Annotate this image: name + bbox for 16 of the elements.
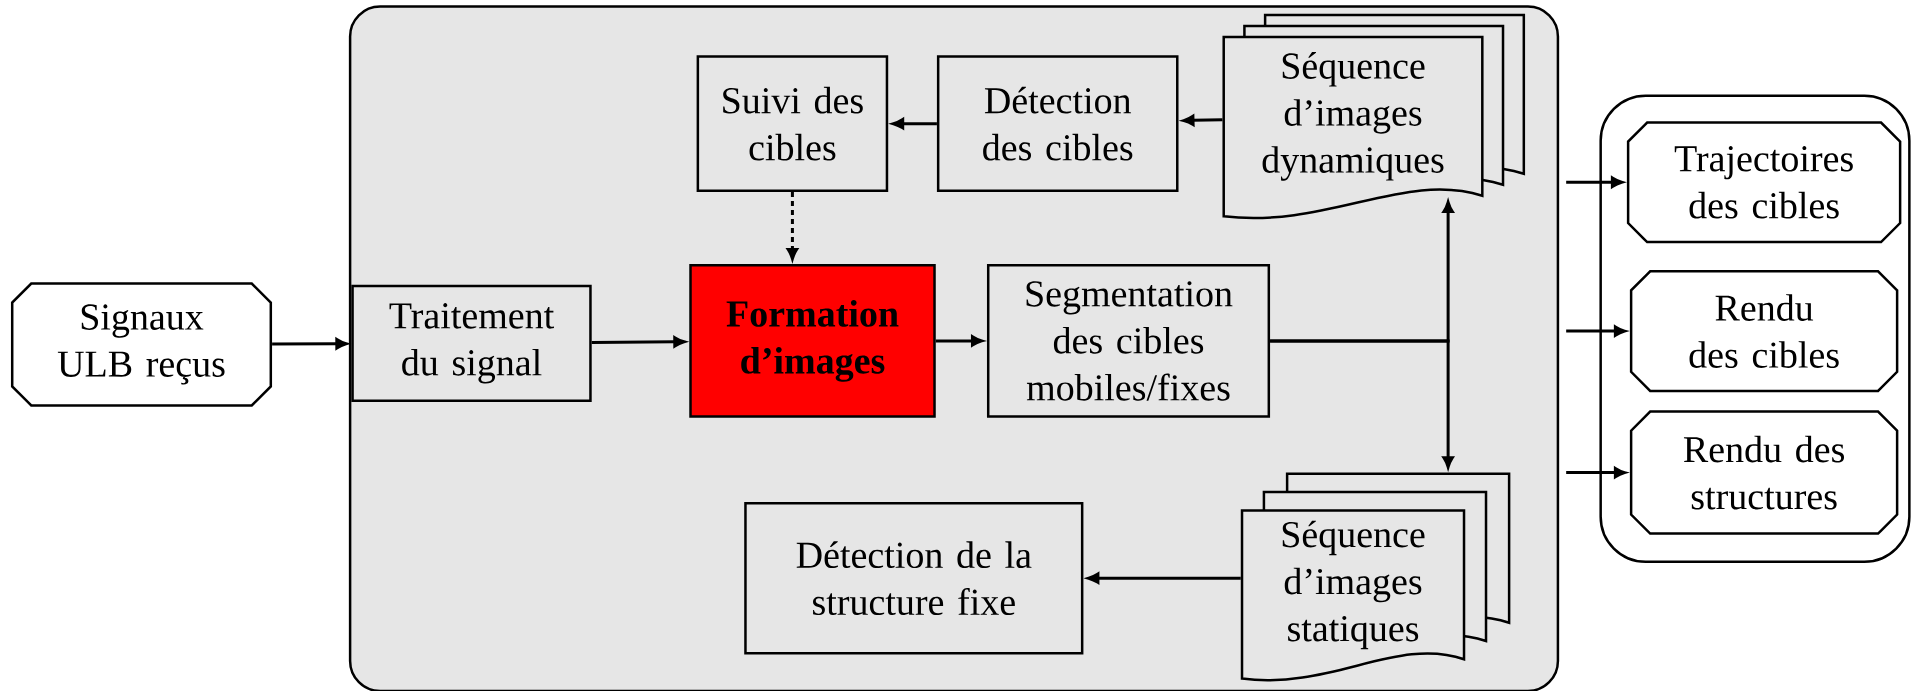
- document-stack: Séquence d’images statiques: [1240, 472, 1511, 682]
- process-box: Traitement du signal: [351, 284, 592, 402]
- arrow: [591, 336, 686, 348]
- process-box: Détection des cibles: [936, 55, 1179, 193]
- process-box: Segmentation des cibles mobiles/fixes: [986, 264, 1271, 418]
- node-label: Séquence d’images statiques: [1282, 520, 1425, 650]
- process-box: Signaux ULB reçus: [10, 282, 273, 407]
- process-box: Trajectoires des cibles: [1626, 121, 1902, 244]
- process-box: Rendu des cibles: [1629, 270, 1899, 393]
- process-box: Formation d’images: [689, 264, 936, 418]
- process-box: Suivi des cibles: [696, 55, 889, 193]
- process-box: Détection de la structure fixe: [744, 501, 1084, 655]
- arrow: [1270, 339, 1454, 469]
- document-stack: Séquence d’images dynamiques: [1222, 13, 1526, 220]
- process-box: Rendu des structures: [1629, 410, 1899, 535]
- arrow: [935, 335, 984, 347]
